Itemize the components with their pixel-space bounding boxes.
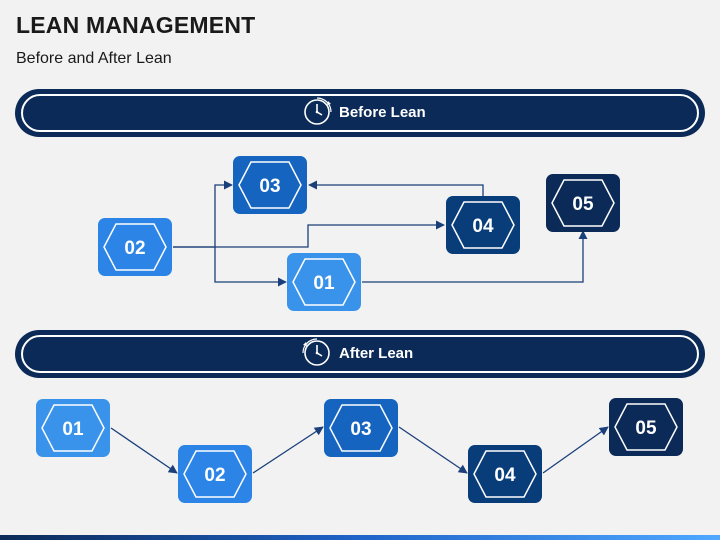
step-box — [36, 399, 110, 457]
before-step-04: 04 — [446, 196, 520, 254]
connector-02-to-03 — [173, 180, 233, 248]
after-connectors — [110, 426, 609, 474]
step-box — [287, 253, 361, 311]
hexagon-outline — [473, 450, 537, 498]
clock-icon — [302, 338, 330, 366]
step-number: 02 — [204, 465, 225, 486]
before-lean-label: Before Lean — [339, 104, 426, 121]
after-step-05: 05 — [609, 398, 683, 456]
before-step-03: 03 — [233, 156, 307, 214]
step-box — [98, 218, 172, 276]
step-box — [446, 196, 520, 254]
before-lean-banner: Before Lean — [15, 89, 705, 137]
clock-icon — [304, 97, 332, 125]
hexagon-outline — [329, 404, 393, 452]
after-step-01: 01 — [36, 399, 110, 457]
before-step-02: 02 — [98, 218, 172, 276]
step-number: 04 — [494, 465, 516, 486]
step-number: 01 — [62, 419, 84, 440]
after-steps: 01 02 03 04 05 — [36, 398, 683, 503]
connector-after-03-to-04 — [398, 426, 468, 474]
connector-02-to-04 — [173, 220, 445, 248]
hexagon-outline — [451, 201, 515, 249]
step-box — [324, 399, 398, 457]
connector-after-02-to-03 — [252, 426, 324, 474]
hexagon-outline — [292, 258, 356, 306]
connector-after-04-to-05 — [542, 426, 609, 474]
step-box — [178, 445, 252, 503]
connector-after-01-to-02 — [110, 427, 178, 474]
after-step-03: 03 — [324, 399, 398, 457]
step-number: 05 — [635, 418, 657, 439]
hexagon-outline — [238, 161, 302, 209]
connector-01-to-05 — [362, 230, 588, 283]
page-subtitle: Before and After Lean — [16, 50, 172, 67]
step-number: 02 — [124, 238, 145, 259]
hexagon-outline — [614, 403, 678, 451]
step-number: 01 — [313, 273, 335, 294]
step-number: 04 — [472, 216, 494, 237]
step-number: 03 — [259, 176, 280, 197]
hexagon-outline — [103, 223, 167, 271]
after-lean-banner: After Lean — [15, 330, 705, 378]
hexagon-outline — [41, 404, 105, 452]
after-step-04: 04 — [468, 445, 542, 503]
after-step-02: 02 — [178, 445, 252, 503]
step-box — [468, 445, 542, 503]
step-number: 03 — [350, 419, 371, 440]
connector-02-to-01 — [214, 247, 287, 287]
step-number: 05 — [572, 194, 594, 215]
before-step-01: 01 — [287, 253, 361, 311]
before-connectors — [173, 180, 588, 287]
step-box — [609, 398, 683, 456]
before-steps: 01 02 03 04 05 — [98, 156, 620, 311]
page-title: LEAN MANAGEMENT — [16, 12, 256, 38]
footer-bar — [0, 535, 720, 540]
hexagon-outline — [183, 450, 247, 498]
connector-04-to-03 — [308, 180, 484, 196]
step-box — [233, 156, 307, 214]
after-lean-label: After Lean — [339, 345, 414, 362]
step-box — [546, 174, 620, 232]
before-step-05: 05 — [546, 174, 620, 232]
hexagon-outline — [551, 179, 615, 227]
